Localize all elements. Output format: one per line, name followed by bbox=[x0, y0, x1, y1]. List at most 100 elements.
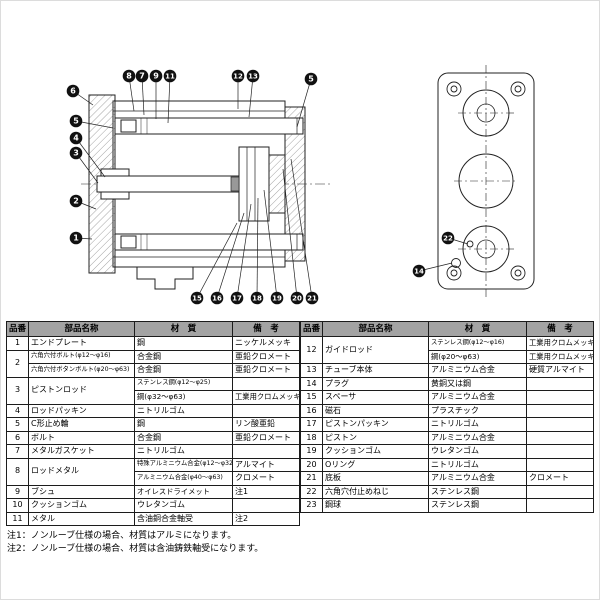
column-header: 備 考 bbox=[232, 321, 300, 337]
material-cell: オイレスドライメット bbox=[134, 484, 233, 499]
remark-cell: ニッケルメッキ bbox=[232, 336, 300, 351]
part-number-cell: 3 bbox=[6, 376, 29, 405]
material-cell: ニトリルゴム bbox=[428, 457, 527, 472]
callout-balloon-11-3: 11 bbox=[163, 69, 177, 124]
material-cell: 鋼(φ20～φ63) bbox=[428, 349, 527, 364]
part-number-cell: 4 bbox=[6, 403, 29, 418]
part-name-cell: ガイドロッド bbox=[322, 336, 429, 364]
part-name-cell: 六角穴付ボタンボルト(φ20～φ63) bbox=[28, 363, 135, 378]
part-name-cell: 六角穴付ボルト(φ12～φ16) bbox=[28, 349, 135, 364]
part-name-cell: ボルト bbox=[28, 430, 135, 445]
part-name-cell: 六角穴付止めねじ bbox=[322, 484, 429, 499]
part-number-cell: 1 bbox=[6, 336, 29, 351]
part-name-cell: メタルガスケット bbox=[28, 444, 135, 459]
part-number-cell: 17 bbox=[300, 417, 323, 432]
remark-cell bbox=[526, 430, 594, 445]
part-name-cell: ロッドメタル bbox=[28, 457, 135, 486]
part-number-cell: 20 bbox=[300, 457, 323, 472]
remark-cell: 亜鉛クロメート bbox=[232, 430, 300, 445]
svg-text:21: 21 bbox=[307, 295, 317, 303]
material-cell: ウレタンゴム bbox=[428, 444, 527, 459]
callout-balloon-18-16: 18 bbox=[250, 197, 264, 305]
part-name-cell: Oリング bbox=[322, 457, 429, 472]
material-cell: 鋼 bbox=[134, 336, 233, 351]
remark-cell: 亜鉛クロメート bbox=[232, 363, 300, 378]
svg-text:8: 8 bbox=[126, 72, 132, 81]
callout-balloon-21-19: 21 bbox=[290, 158, 319, 305]
svg-text:1: 1 bbox=[73, 234, 79, 243]
svg-text:5: 5 bbox=[73, 117, 79, 126]
part-name-cell: クッションゴム bbox=[28, 498, 135, 513]
part-name-cell: ピストンロッド bbox=[28, 376, 135, 405]
column-header: 部品名称 bbox=[322, 321, 429, 337]
svg-text:7: 7 bbox=[139, 72, 145, 81]
table-row: 六角穴付ボタンボルト(φ20～φ63)合金鋼亜鉛クロメート bbox=[7, 363, 300, 378]
material-cell: アルミニウム合金 bbox=[428, 363, 527, 378]
part-number-cell: 15 bbox=[300, 390, 323, 405]
end-view bbox=[437, 65, 535, 297]
part-name-cell: ピストンパッキン bbox=[322, 417, 429, 432]
material-cell: ニトリルゴム bbox=[134, 444, 233, 459]
svg-text:16: 16 bbox=[212, 295, 222, 303]
part-name-cell: ロッドパッキン bbox=[28, 403, 135, 418]
remark-cell: クロメート bbox=[526, 471, 594, 486]
material-cell: アルミニウム合金 bbox=[428, 471, 527, 486]
remark-cell bbox=[526, 498, 594, 513]
material-cell: 合金鋼 bbox=[134, 430, 233, 445]
callout-balloon-20-18: 20 bbox=[282, 168, 304, 305]
part-number-cell: 11 bbox=[6, 511, 29, 526]
column-header: 部品名称 bbox=[28, 321, 135, 337]
part-number-cell: 5 bbox=[6, 417, 29, 432]
remark-cell bbox=[526, 390, 594, 405]
material-cell: アルミニウム合金(φ40～φ63) bbox=[134, 471, 233, 486]
callout-balloon-3-10: 3 bbox=[69, 146, 99, 184]
svg-text:3: 3 bbox=[73, 149, 79, 158]
svg-text:20: 20 bbox=[292, 295, 302, 303]
material-cell: 鋼(φ32～φ63) bbox=[134, 390, 233, 405]
part-name-cell: メタル bbox=[28, 511, 135, 526]
part-number-cell: 6 bbox=[6, 430, 29, 445]
part-name-cell: クッションゴム bbox=[322, 444, 429, 459]
callout-balloon-15-13: 15 bbox=[190, 222, 238, 305]
part-name-cell: チューブ本体 bbox=[322, 363, 429, 378]
svg-text:18: 18 bbox=[252, 295, 262, 303]
column-header: 品番 bbox=[6, 321, 29, 337]
svg-text:22: 22 bbox=[443, 235, 453, 243]
callout-balloon-2-11: 2 bbox=[69, 194, 97, 210]
remark-cell bbox=[526, 403, 594, 418]
material-cell: 合金鋼 bbox=[134, 349, 233, 364]
part-name-cell: ブシュ bbox=[28, 484, 135, 499]
svg-text:4: 4 bbox=[73, 134, 79, 143]
material-cell: ニトリルゴム bbox=[134, 403, 233, 418]
material-cell: ステンレス鋼 bbox=[428, 484, 527, 499]
callout-balloon-13-5: 13 bbox=[246, 69, 260, 118]
remark-cell: リン酸亜鉛 bbox=[232, 417, 300, 432]
remark-cell: 硬質アルマイト bbox=[526, 363, 594, 378]
callout-balloon-1-12: 1 bbox=[69, 231, 93, 245]
callout-balloon-4-9: 4 bbox=[69, 131, 106, 178]
table-row: アルミニウム合金(φ40～φ63)クロメート bbox=[7, 471, 300, 486]
material-cell: プラスチック bbox=[428, 403, 527, 418]
material-cell: ウレタンゴム bbox=[134, 498, 233, 513]
footnotes: 注1：ノンルーブ仕様の場合、材質はアルミになります。 注2：ノンルーブ仕様の場合… bbox=[7, 530, 263, 556]
material-cell: アルミニウム合金 bbox=[428, 390, 527, 405]
remark-cell bbox=[526, 417, 594, 432]
part-number-cell: 8 bbox=[6, 457, 29, 486]
material-cell: アルミニウム合金 bbox=[428, 430, 527, 445]
callout-balloon-22-20: 22 bbox=[441, 231, 469, 245]
part-name-cell: C形止め輪 bbox=[28, 417, 135, 432]
callout-balloon-14-21: 14 bbox=[412, 262, 453, 278]
callout-balloon-8-0: 8 bbox=[122, 69, 136, 112]
svg-text:13: 13 bbox=[248, 73, 258, 81]
svg-text:6: 6 bbox=[70, 87, 76, 96]
